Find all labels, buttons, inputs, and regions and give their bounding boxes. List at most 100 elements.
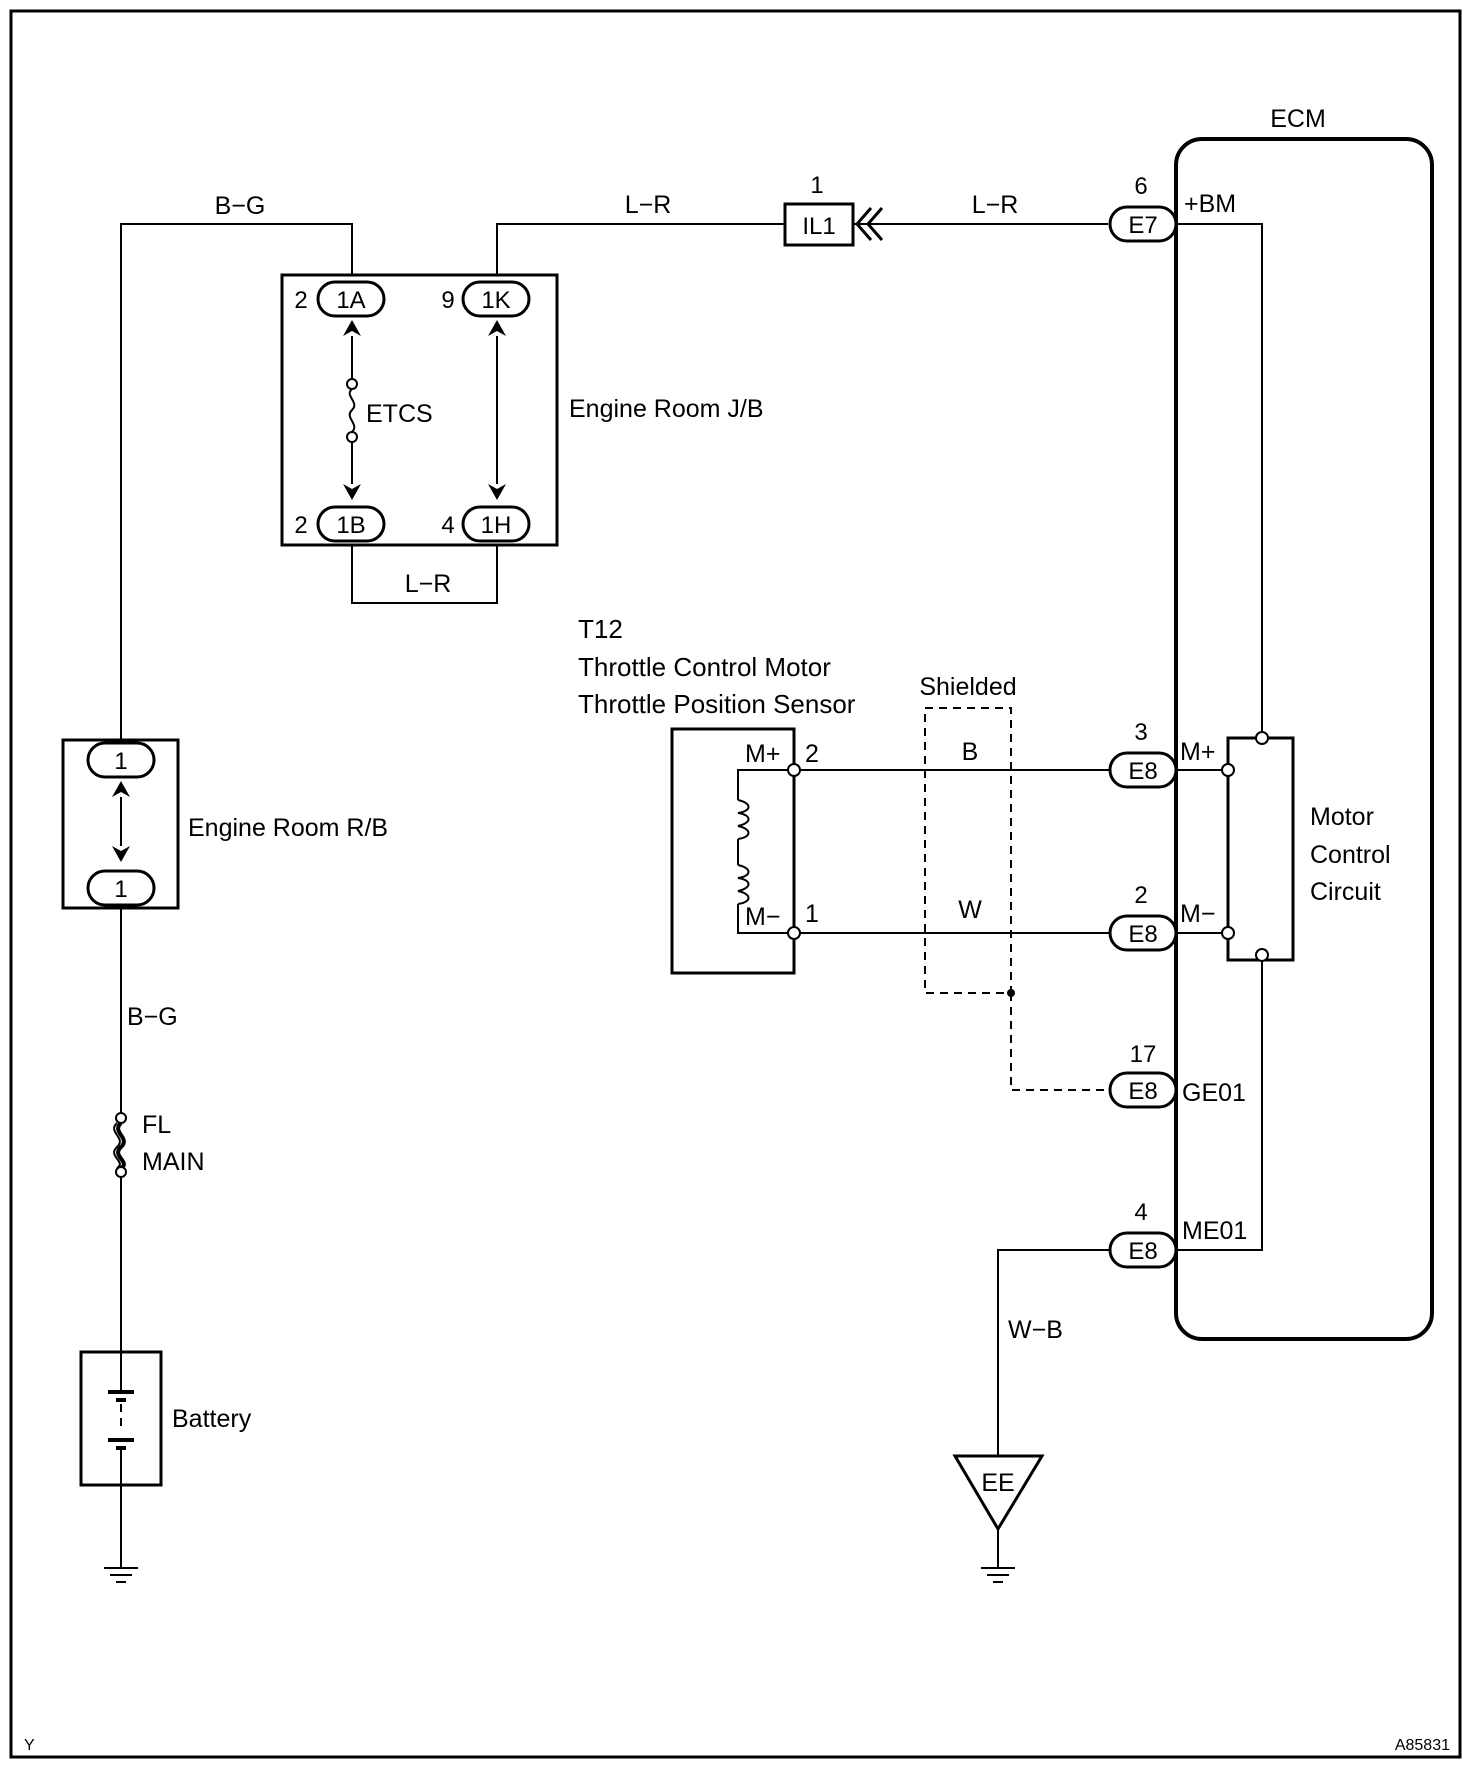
node-flmain-top xyxy=(115,1112,127,1124)
arrow-jb-1b xyxy=(343,484,361,500)
wire-lr-jb-bottom xyxy=(351,545,498,604)
terminal-ecm-mminus: M− xyxy=(1180,900,1215,928)
wire-bg-top xyxy=(120,223,353,740)
connector-e8-ge01 xyxy=(1108,1071,1178,1109)
terminal-ecm-mplus: M+ xyxy=(1180,738,1215,766)
connector-jb-1h xyxy=(461,505,531,543)
sensor-code: T12 xyxy=(578,614,623,644)
terminal-sensor-mplus: M+ xyxy=(745,740,780,768)
connector-e8-ge01-pin: 17 xyxy=(1130,1041,1157,1068)
connector-il1-label: IL1 xyxy=(802,213,835,240)
node-circuit-mplus xyxy=(1221,763,1235,777)
fuse-main-label: MAIN xyxy=(142,1148,205,1176)
wire-lr-jb-il1 xyxy=(496,223,785,275)
connector-rb-top xyxy=(86,741,156,779)
sensor-name-2: Throttle Position Sensor xyxy=(578,689,856,719)
connector-e7 xyxy=(1108,205,1178,243)
connector-e7-pin: 6 xyxy=(1134,173,1147,200)
wire-label-lr-jb: L−R xyxy=(625,191,672,219)
wire-wb-ground xyxy=(997,1249,1110,1456)
wire-label-wb: W−B xyxy=(1008,1316,1063,1344)
engine-room-rb-label: Engine Room R/B xyxy=(188,814,388,842)
battery-label: Battery xyxy=(172,1405,252,1433)
wire-label-lr-il1: L−R xyxy=(972,191,1019,219)
terminal-sensor-mminus-pin: 1 xyxy=(805,900,819,928)
connector-jb-1b-pin: 2 xyxy=(294,512,307,539)
wire-shield-drain xyxy=(1010,993,1110,1091)
connector-e8-mminus-label: E8 xyxy=(1128,921,1157,948)
connector-rb-bottom-label: 1 xyxy=(114,876,127,903)
connector-e8-mplus xyxy=(1108,751,1178,789)
node-etcs-top xyxy=(346,378,358,390)
connector-e8-me01-label: E8 xyxy=(1128,1238,1157,1265)
connector-jb-1k-label: 1K xyxy=(481,287,510,314)
connector-jb-1a-label: 1A xyxy=(336,287,365,314)
connector-jb-1b xyxy=(316,505,386,543)
connector-jb-1k-pin: 9 xyxy=(441,287,454,314)
footer-right-code: A85831 xyxy=(1395,1737,1450,1754)
terminal-sensor-mplus-pin: 2 xyxy=(805,740,819,768)
arrow-jb-1a xyxy=(343,320,361,336)
arrow-rb-top xyxy=(112,781,130,797)
engine-room-jb-label: Engine Room J/B xyxy=(569,395,764,423)
wire-bm-internal xyxy=(1176,223,1263,738)
connector-e8-mminus-pin: 2 xyxy=(1134,882,1147,909)
connector-jb-1k xyxy=(461,280,531,318)
fuse-fl-main-outline xyxy=(113,1122,121,1169)
connector-il1-pin: 1 xyxy=(810,172,823,199)
wire-label-w: W xyxy=(958,896,982,924)
wire-label-b: B xyxy=(962,738,979,766)
engine-room-jb-box xyxy=(280,273,559,547)
connector-e8-mplus-pin: 3 xyxy=(1134,719,1147,746)
motor-control-circuit-box xyxy=(1226,736,1295,962)
coil-upper xyxy=(737,799,750,840)
node-flmain-bottom xyxy=(115,1166,127,1178)
coil-lower xyxy=(737,864,750,905)
ground-ee-label: EE xyxy=(981,1469,1014,1497)
arrow-jb-1k xyxy=(488,320,506,336)
fuse-etcs-label: ETCS xyxy=(366,400,433,428)
ecm-label: ECM xyxy=(1270,105,1326,133)
connector-e7-label: E7 xyxy=(1128,212,1157,239)
shield-label: Shielded xyxy=(919,673,1016,701)
fuse-etcs xyxy=(348,388,356,433)
node-sensor-mminus xyxy=(787,926,801,940)
node-etcs-bottom xyxy=(346,431,358,443)
wire-label-lr-jb-bottom: L−R xyxy=(405,570,452,598)
shield-box xyxy=(924,707,1012,994)
connector-e8-mplus-label: E8 xyxy=(1128,758,1157,785)
connector-rb-bottom xyxy=(86,869,156,907)
diagram-frame xyxy=(9,9,1462,1759)
node-circuit-mminus xyxy=(1221,926,1235,940)
footer-left-code: Y xyxy=(24,1737,35,1754)
connector-rb-top-label: 1 xyxy=(114,748,127,775)
wire-coil-top xyxy=(737,769,794,800)
terminal-sensor-mminus: M− xyxy=(745,903,780,931)
connector-e8-me01-pin: 4 xyxy=(1134,1199,1147,1226)
node-circuit-bottom xyxy=(1255,948,1269,962)
connector-jb-1h-label: 1H xyxy=(481,512,512,539)
arrow-rb-bottom xyxy=(112,846,130,862)
ground-ee-triangle xyxy=(952,1454,1045,1532)
connector-e8-ge01-label: E8 xyxy=(1128,1078,1157,1105)
terminal-me01: ME01 xyxy=(1182,1217,1247,1245)
connector-jb-1a-pin: 2 xyxy=(294,287,307,314)
wire-coil-bottom xyxy=(737,904,794,934)
connector-e8-mminus xyxy=(1108,914,1178,952)
terminal-bm: +BM xyxy=(1184,190,1236,218)
motor-circuit-label-3: Circuit xyxy=(1310,878,1381,906)
sensor-name-1: Throttle Control Motor xyxy=(578,652,831,682)
connector-jb-1a xyxy=(316,280,386,318)
terminal-ge01: GE01 xyxy=(1182,1079,1246,1107)
fuse-fl-label: FL xyxy=(142,1111,171,1139)
ecm-box xyxy=(1174,137,1434,1341)
node-sensor-mplus xyxy=(787,763,801,777)
arrow-jb-1h xyxy=(488,484,506,500)
throttle-sensor-box xyxy=(670,727,796,975)
node-circuit-top xyxy=(1255,731,1269,745)
wire-me01-internal xyxy=(1176,960,1263,1251)
connector-jb-1b-label: 1B xyxy=(336,512,365,539)
wire-label-bg-left: B−G xyxy=(127,1003,178,1031)
motor-circuit-label-2: Control xyxy=(1310,841,1391,869)
